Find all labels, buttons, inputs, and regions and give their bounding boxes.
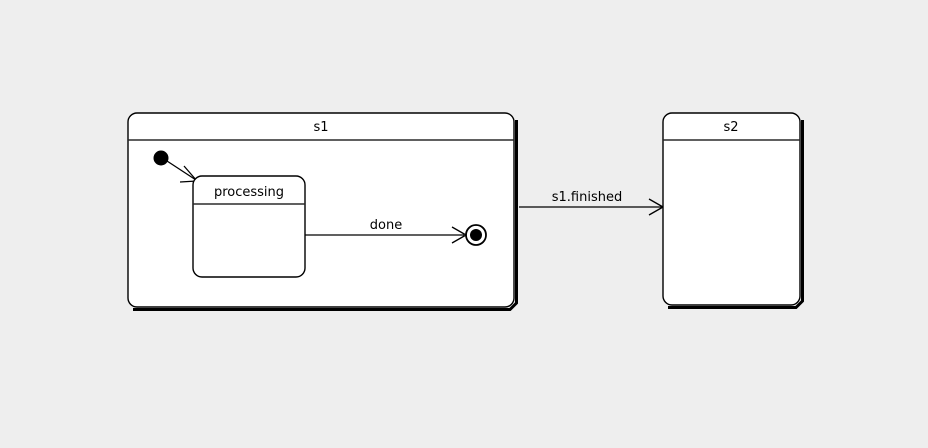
state-s2[interactable]: s2 bbox=[662, 112, 804, 309]
final-state-icon[interactable] bbox=[465, 224, 487, 246]
state-s1-title: s1 bbox=[313, 120, 328, 135]
state-processing[interactable]: processing bbox=[192, 175, 306, 278]
initial-state-icon[interactable] bbox=[153, 150, 169, 166]
transition-processing-to-final[interactable]: done bbox=[305, 218, 467, 244]
state-s2-body[interactable] bbox=[662, 112, 801, 306]
state-processing-title: processing bbox=[214, 185, 284, 200]
state-processing-body[interactable] bbox=[192, 175, 306, 278]
state-s2-title: s2 bbox=[723, 120, 738, 135]
transition-s1-to-s2-arrowhead bbox=[648, 198, 664, 216]
state-s1[interactable]: s1 bbox=[127, 112, 518, 311]
state-s1-body[interactable] bbox=[127, 112, 515, 308]
transition-s1-to-s2[interactable]: s1.finished bbox=[519, 190, 664, 216]
final-state-inner-dot bbox=[470, 229, 482, 241]
transition-processing-to-final-label: done bbox=[370, 218, 402, 233]
transition-s1-to-s2-label: s1.finished bbox=[552, 190, 622, 205]
state-s2-shadow bbox=[668, 120, 804, 309]
transition-processing-to-final-arrowhead bbox=[451, 226, 467, 244]
state-s1-shadow bbox=[133, 120, 518, 311]
transition-initial-to-processing-line bbox=[166, 160, 197, 181]
